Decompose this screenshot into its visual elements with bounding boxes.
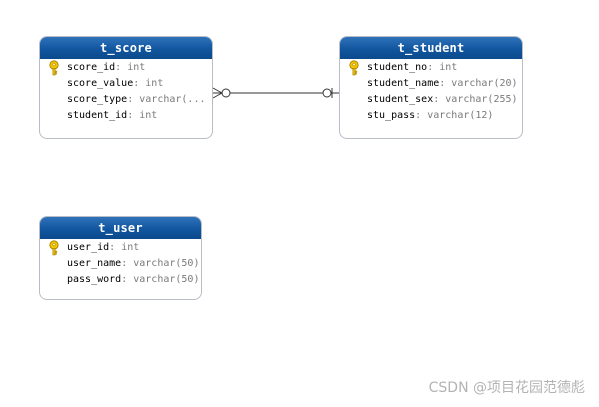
- column-row[interactable]: stu_pass: varchar(12): [340, 108, 522, 124]
- column-separator: :: [121, 258, 134, 269]
- column-type: varchar(...: [139, 94, 206, 105]
- column-row[interactable]: student_name: varchar(20): [340, 76, 522, 92]
- column-separator: :: [109, 242, 122, 253]
- column-row[interactable]: user_name: varchar(50): [40, 256, 201, 272]
- column-row[interactable]: student_id: int: [40, 108, 212, 124]
- column-type: int: [121, 242, 140, 253]
- column-separator: :: [121, 274, 134, 285]
- column-row[interactable]: student_no: int: [340, 60, 522, 76]
- column-separator: :: [115, 62, 128, 73]
- primary-key-icon: [49, 240, 59, 256]
- column-row[interactable]: user_id: int: [40, 240, 201, 256]
- column-type: int: [127, 62, 146, 73]
- column-type: varchar(20): [451, 78, 518, 89]
- column-row[interactable]: score_value: int: [40, 76, 212, 92]
- column-row[interactable]: pass_word: varchar(50): [40, 272, 201, 288]
- column-separator: :: [427, 62, 440, 73]
- column-name: student_name: [367, 78, 440, 89]
- column-separator: :: [133, 78, 146, 89]
- column-type: int: [139, 110, 158, 121]
- primary-key-icon: [349, 60, 359, 76]
- column-type: varchar(50): [133, 258, 200, 269]
- column-name: student_no: [367, 62, 428, 73]
- column-separator: :: [127, 110, 140, 121]
- column-name: user_name: [67, 258, 122, 269]
- column-separator: :: [433, 94, 446, 105]
- column-type: int: [439, 62, 458, 73]
- column-row[interactable]: score_type: varchar(...: [40, 92, 212, 108]
- column-name: score_value: [67, 78, 134, 89]
- column-type: varchar(50): [133, 274, 200, 285]
- column-name: student_id: [67, 110, 128, 121]
- column-name: user_id: [67, 242, 110, 253]
- column-name: student_sex: [367, 94, 434, 105]
- column-type: int: [145, 78, 164, 89]
- column-row[interactable]: score_id: int: [40, 60, 212, 76]
- column-separator: :: [415, 110, 428, 121]
- watermark-text: CSDN @项目花园范德彪: [428, 380, 585, 396]
- column-name: score_id: [67, 62, 116, 73]
- column-name: pass_word: [67, 274, 122, 285]
- column-separator: :: [127, 94, 140, 105]
- column-type: varchar(12): [427, 110, 494, 121]
- primary-key-icon: [49, 60, 59, 76]
- table-title: t_student: [340, 37, 522, 59]
- table-title: t_score: [40, 37, 212, 59]
- column-type: varchar(255): [445, 94, 518, 105]
- column-row[interactable]: student_sex: varchar(255): [340, 92, 522, 108]
- column-name: score_type: [67, 94, 128, 105]
- column-name: stu_pass: [367, 110, 416, 121]
- column-separator: :: [439, 78, 452, 89]
- table-title: t_user: [40, 217, 201, 239]
